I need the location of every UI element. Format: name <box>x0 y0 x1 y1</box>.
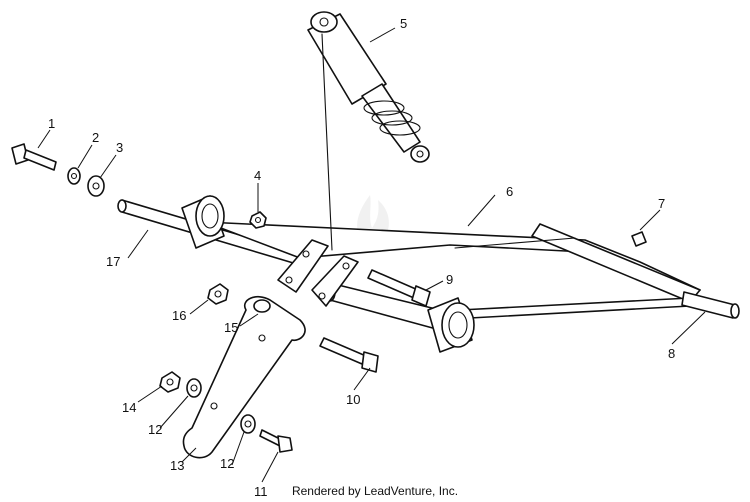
shaft-bushing-right <box>427 297 475 353</box>
callout-7: 7 <box>658 196 665 211</box>
pin-15 <box>253 299 271 313</box>
callout-4: 4 <box>254 168 261 183</box>
callout-5: 5 <box>400 16 407 31</box>
washer-12-lower <box>240 414 256 434</box>
callout-14: 14 <box>122 400 136 415</box>
nut-16 <box>207 283 229 305</box>
callout-12a: 12 <box>148 422 162 437</box>
footer-credit: Rendered by LeadVenture, Inc. <box>291 484 459 498</box>
leader-lines <box>37 27 706 483</box>
bolt-9 <box>367 269 431 307</box>
callout-15: 15 <box>224 320 238 335</box>
nut-4 <box>249 211 267 229</box>
a-arm-frame <box>204 221 701 319</box>
mount-bracket-right <box>311 255 359 307</box>
callout-9: 9 <box>446 272 453 287</box>
callout-10: 10 <box>346 392 360 407</box>
mount-bracket-left <box>277 239 329 293</box>
shaft-bushing-left <box>181 195 225 249</box>
callout-3: 3 <box>116 140 123 155</box>
callout-8: 8 <box>668 346 675 361</box>
callout-12b: 12 <box>220 456 234 471</box>
callout-13: 13 <box>170 458 184 473</box>
callout-1: 1 <box>48 116 55 131</box>
link-arm <box>182 295 306 459</box>
callout-11: 11 <box>254 484 268 499</box>
washer-12-upper <box>186 378 202 398</box>
washer-3 <box>87 175 105 197</box>
callout-17: 17 <box>106 254 120 269</box>
bolt-1 <box>11 143 57 171</box>
washer-2 <box>67 167 81 185</box>
bolt-11 <box>259 429 293 453</box>
end-tube <box>681 291 740 319</box>
grease-fitting-7 <box>631 231 647 247</box>
shock-absorber <box>307 11 430 251</box>
bolt-10 <box>319 337 379 373</box>
callout-6: 6 <box>506 184 513 199</box>
nut-14 <box>159 371 181 393</box>
callout-2: 2 <box>92 130 99 145</box>
callout-16: 16 <box>172 308 186 323</box>
